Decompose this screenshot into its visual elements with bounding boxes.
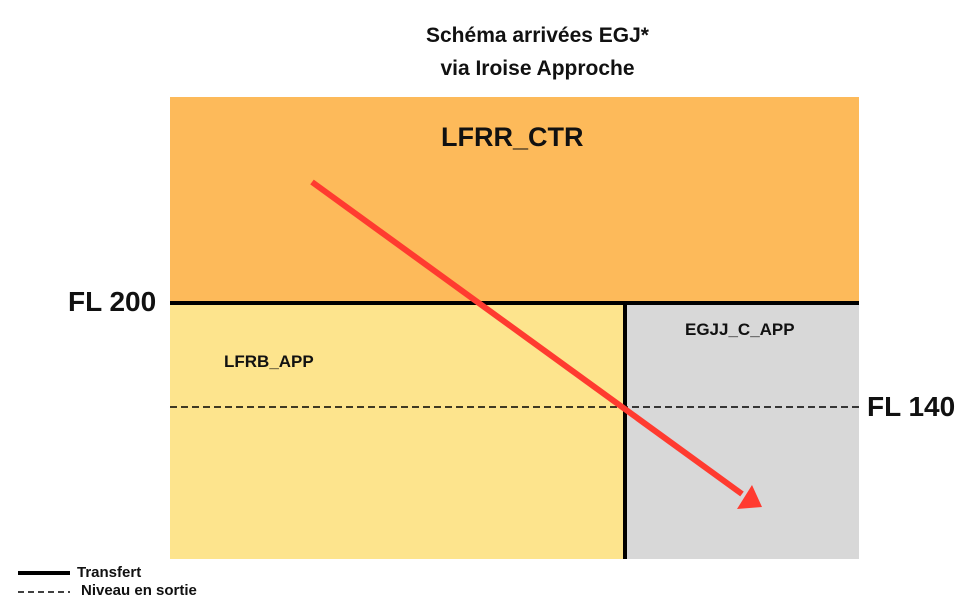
zone-lfrr-ctr	[170, 97, 859, 303]
level-label-fl140: FL 140	[867, 391, 956, 422]
diagram-title-line-1: Schéma arrivées EGJ*	[426, 24, 649, 47]
arrival-arrow-shaft	[310, 179, 744, 497]
zone-label-lfrb-app: LFRB_APP	[224, 352, 314, 371]
level-label-fl200: FL 200	[68, 286, 157, 317]
zone-egjj-c-app	[625, 303, 859, 559]
zone-label-egjj-c-app: EGJJ_C_APP	[685, 320, 795, 339]
diagram-title-line-2: via Iroise Approche	[440, 57, 635, 80]
zone-lfrb-app	[170, 303, 625, 559]
zone-label-lfrr-ctr: LFRR_CTR	[441, 122, 584, 152]
arrival-arrow-head	[737, 485, 762, 509]
legend-label-transfert: Transfert	[77, 564, 142, 581]
legend-label-niveau-en-sortie: Niveau en sortie	[81, 582, 197, 599]
